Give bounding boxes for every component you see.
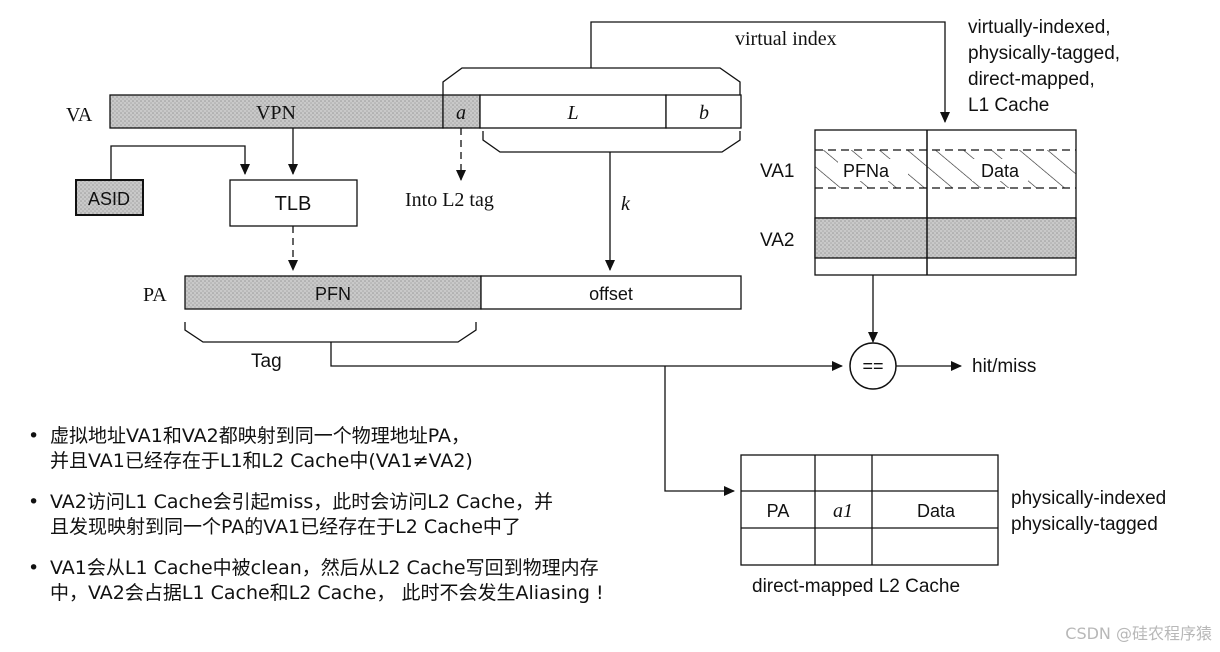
bullet: • — [28, 425, 40, 447]
va-label: VA — [66, 104, 93, 126]
b-text: b — [699, 102, 709, 124]
tag-brace — [184, 322, 477, 343]
pfn-text: PFN — [315, 284, 351, 304]
l2-a1-text: a1 — [833, 500, 853, 522]
tlb-box — [229, 179, 358, 227]
note-item: • VA2访问L1 Cache会引起miss，此时会访问L2 Cache，并 且… — [26, 490, 726, 540]
tlb-text: TLB — [275, 193, 312, 215]
note-item: • 虚拟地址VA1和VA2都映射到同一个物理地址PA， 并且VA1已经存在于L1… — [26, 424, 726, 474]
notes-list: • 虚拟地址VA1和VA2都映射到同一个物理地址PA， 并且VA1已经存在于L1… — [26, 424, 726, 622]
note-item: • VA1会从L1 Cache中被clean，然后从L2 Cache写回到物理内… — [26, 556, 726, 606]
offset-brace — [482, 131, 741, 153]
hit-miss-label: hit/miss — [972, 356, 1036, 377]
l1-caption-2: physically-tagged, — [968, 43, 1120, 64]
l1-pfna-text: PFNa — [843, 161, 890, 181]
tag-to-compare-arrow — [330, 342, 843, 371]
note-line: VA1会从L1 Cache中被clean，然后从L2 Cache写回到物理内存 — [50, 557, 599, 579]
virtual-index-arrow — [590, 21, 950, 123]
vpn-text: VPN — [256, 102, 296, 124]
offset-text: offset — [589, 284, 633, 304]
note-line: VA2访问L1 Cache会引起miss，此时会访问L2 Cache，并 — [50, 491, 554, 513]
l2-side-1: physically-indexed — [1011, 488, 1166, 509]
pa-offset-field — [480, 275, 742, 310]
asid-text: ASID — [88, 189, 130, 209]
tag-label: Tag — [251, 351, 282, 372]
va-b-field — [665, 94, 742, 129]
virtual-index-brace — [442, 67, 741, 95]
l1-va2-row — [814, 217, 1077, 259]
L-text: L — [566, 102, 578, 124]
note-line: 且发现映射到同一个PA的VA1已经存在于L2 Cache中了 — [50, 516, 521, 538]
l2-cache-table — [740, 454, 999, 566]
tag-to-l2-arrow — [664, 366, 735, 496]
into-l2-tag-label: Into L2 tag — [405, 189, 494, 211]
l1-caption-1: virtually-indexed, — [968, 17, 1111, 38]
l1-data-text: Data — [981, 161, 1020, 181]
note-line: 并且VA1已经存在于L1和L2 Cache中(VA1≠VA2) — [50, 450, 473, 472]
l1-va2-label: VA2 — [760, 230, 795, 251]
l1-caption-3: direct-mapped, — [968, 69, 1095, 90]
virtual-index-label: virtual index — [735, 28, 837, 50]
a-text: a — [456, 102, 466, 124]
asid-to-tlb-arrow — [110, 145, 250, 180]
l2-data-text: Data — [917, 501, 956, 521]
l2-caption: direct-mapped L2 Cache — [752, 576, 960, 597]
asid-box — [75, 179, 144, 216]
l1-caption-4: L1 Cache — [968, 95, 1049, 116]
pa-label: PA — [143, 284, 167, 306]
watermark: CSDN @硅农程序猿 — [1065, 624, 1212, 643]
comparator-text: == — [862, 356, 883, 376]
note-line: 中，VA2会占据L1 Cache和L2 Cache， 此时不会发生Aliasin… — [50, 582, 604, 604]
bullet: • — [28, 557, 40, 579]
k-label: k — [621, 193, 631, 215]
note-line: 虚拟地址VA1和VA2都映射到同一个物理地址PA， — [50, 425, 470, 447]
l1-va1-label: VA1 — [760, 161, 795, 182]
l2-side-2: physically-tagged — [1011, 514, 1158, 535]
bullet: • — [28, 491, 40, 513]
l1-cache-table — [814, 129, 1077, 276]
l2-pa-text: PA — [767, 501, 790, 521]
